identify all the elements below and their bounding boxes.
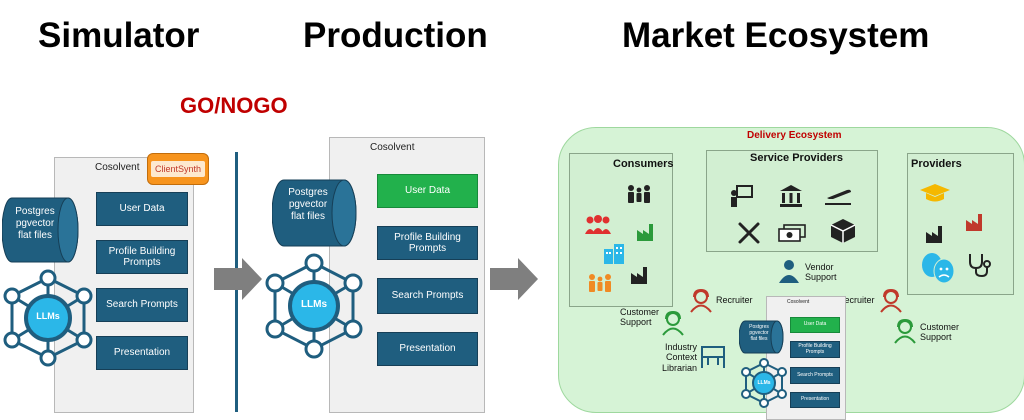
mini-presentation-box: Presentation	[790, 392, 840, 408]
clientsynth-label: ClientSynth	[150, 161, 206, 177]
production-user-data-box: User Data	[377, 174, 478, 208]
factory-icon-red	[966, 214, 982, 231]
production-database-icon	[272, 179, 357, 247]
vendor-support-icon	[779, 260, 799, 283]
production-panel-title: Cosolvent	[370, 142, 415, 153]
production-llm-label: LLMs	[300, 299, 328, 310]
simulator-llm-network-icon	[3, 269, 93, 367]
mini-search-prompts-box: Search Prompts	[790, 367, 840, 384]
heading-simulator: Simulator	[38, 16, 200, 55]
family-icon-orange	[589, 274, 611, 292]
mini-panel-title: Cosolvent	[787, 299, 810, 305]
recruiter-right-icon	[880, 289, 902, 313]
production-profile-prompts-box: Profile Building Prompts	[377, 226, 478, 260]
heading-market-ecosystem: Market Ecosystem	[622, 16, 930, 55]
money-icon	[778, 224, 806, 242]
simulator-search-prompts-box: Search Prompts	[96, 288, 188, 322]
recruiter-left-icon	[690, 289, 712, 313]
buildings-icon	[604, 244, 624, 264]
clientsynth-box: ClientSynth	[147, 153, 209, 185]
simulator-database-icon	[2, 197, 79, 263]
production-llm-network-icon	[265, 253, 363, 359]
heading-production: Production	[303, 16, 488, 55]
group-icon	[585, 215, 611, 234]
family-icon	[628, 185, 650, 203]
customer-support-left-icon	[662, 310, 684, 336]
simulator-user-data-box: User Data	[96, 192, 188, 226]
customer-support-right-label: Customer Support	[920, 322, 960, 343]
vendor-support-label: Vendor Support	[805, 262, 837, 283]
consumers-panel	[569, 153, 673, 307]
stethoscope-icon	[969, 254, 991, 278]
customer-support-left-label: Customer Support	[620, 307, 660, 328]
factory-icon-providers	[926, 226, 942, 243]
arrow-simulator-to-production	[214, 258, 262, 300]
librarian-icon	[701, 346, 725, 368]
mini-llm-network-icon	[741, 358, 787, 408]
mini-db-label: Postgres pgvector flat files	[749, 324, 769, 342]
production-db-label: Postgres pgvector flat files	[288, 187, 328, 222]
graduation-cap-icon	[920, 184, 950, 202]
arrow-production-to-market	[490, 258, 538, 300]
librarian-label: Industry Context Librarian	[662, 342, 698, 373]
recruiter-right-label: Recruiter	[838, 295, 875, 305]
production-presentation-box: Presentation	[377, 332, 478, 366]
consumers-title: Consumers	[613, 158, 674, 170]
presenter-icon	[731, 185, 753, 207]
factory-icon-black	[631, 267, 647, 284]
customer-support-right-icon	[894, 318, 916, 344]
simulator-panel-title: Cosolvent	[95, 162, 140, 173]
simulator-db-label: Postgres pgvector flat files	[15, 206, 55, 241]
gonogo-label: GO/NOGO	[180, 93, 288, 118]
package-icon	[830, 219, 856, 243]
recruiter-left-label: Recruiter	[716, 295, 753, 305]
simulator-llm-label: LLMs	[36, 311, 60, 321]
mini-llm-label: LLMs	[757, 380, 771, 386]
airplane-icon	[825, 189, 851, 205]
mini-user-data-box: User Data	[790, 317, 840, 333]
bank-icon	[780, 185, 802, 207]
tools-icon	[738, 222, 760, 244]
mini-profile-prompts-box: Profile Building Prompts	[790, 341, 840, 358]
simulator-presentation-box: Presentation	[96, 336, 188, 370]
factory-icon-green	[637, 224, 653, 241]
service-providers-title: Service Providers	[750, 152, 843, 164]
production-search-prompts-box: Search Prompts	[377, 278, 478, 314]
delivery-ecosystem-title: Delivery Ecosystem	[747, 130, 842, 141]
mini-database-icon	[739, 320, 784, 354]
providers-title: Providers	[911, 158, 962, 170]
simulator-profile-prompts-box: Profile Building Prompts	[96, 240, 188, 274]
theater-masks-icon	[922, 253, 955, 284]
